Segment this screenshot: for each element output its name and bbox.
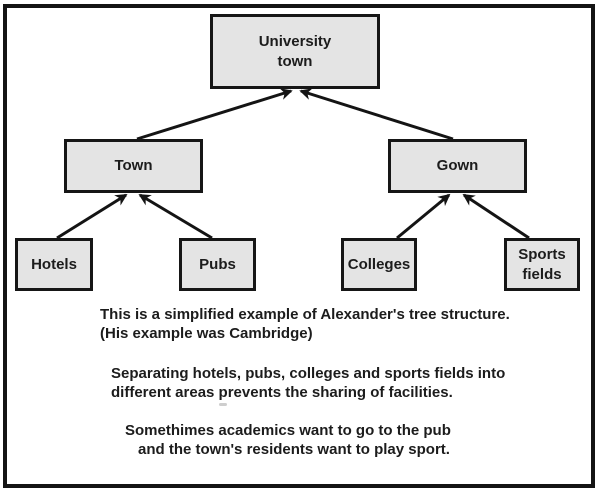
node-town: Town [64,139,203,193]
node-colleges: Colleges [341,238,417,291]
node-sports-fields: Sports fields [504,238,580,291]
node-gown: Gown [388,139,527,193]
node-pubs-label: Pubs [199,255,236,273]
edge-town-university [136,88,293,141]
node-hotels-label: Hotels [31,255,77,273]
edge-hotels-town [56,193,128,240]
node-pubs: Pubs [179,238,256,291]
caption-sometimes-line-1: Somethimes academics want to go to the p… [125,422,451,439]
diagram-frame [3,4,595,488]
node-hotels: Hotels [15,238,93,291]
edge-pubs-town [138,193,213,240]
edge-gown-university [299,88,454,141]
edge-sports-gown [462,193,530,240]
node-university-town-label: University town [258,32,332,70]
caption-separating-line-2: different areas prevents the sharing of … [111,384,453,401]
caption-intro-line-1: This is a simplified example of Alexande… [100,306,510,323]
node-gown-label: Gown [436,157,479,174]
edge-colleges-gown [396,193,451,240]
caption-sometimes-line-2: and the town's residents want to play sp… [138,441,450,458]
caption-intro-line-2: (His example was Cambridge) [100,325,313,342]
scan-artifact [219,403,227,406]
node-university-town: University town [210,14,380,89]
node-sports-fields-label: Sports fields [518,245,566,283]
node-colleges-label: Colleges [347,255,411,273]
caption-separating-line-1: Separating hotels, pubs, colleges and sp… [111,365,506,382]
node-town-label: Town [114,157,153,174]
